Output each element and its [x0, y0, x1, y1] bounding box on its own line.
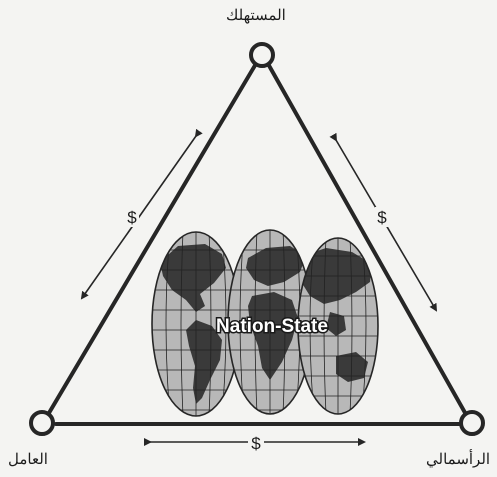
node-label-consumer: المستهلك — [226, 6, 286, 24]
edge-label-bottom-dollar: $ — [251, 434, 261, 453]
node-consumer-circle — [249, 42, 275, 68]
center-label-nation-state: Nation-State — [216, 316, 328, 337]
node-label-capitalist: الرأسمالي — [426, 450, 491, 468]
world-map-globe — [151, 229, 379, 417]
edge-label-left-dollar: $ — [127, 208, 137, 227]
node-worker-circle — [29, 410, 55, 436]
node-label-worker: العامل — [8, 450, 48, 468]
node-capitalist-circle — [459, 410, 485, 436]
edge-label-right-dollar: $ — [377, 208, 387, 227]
